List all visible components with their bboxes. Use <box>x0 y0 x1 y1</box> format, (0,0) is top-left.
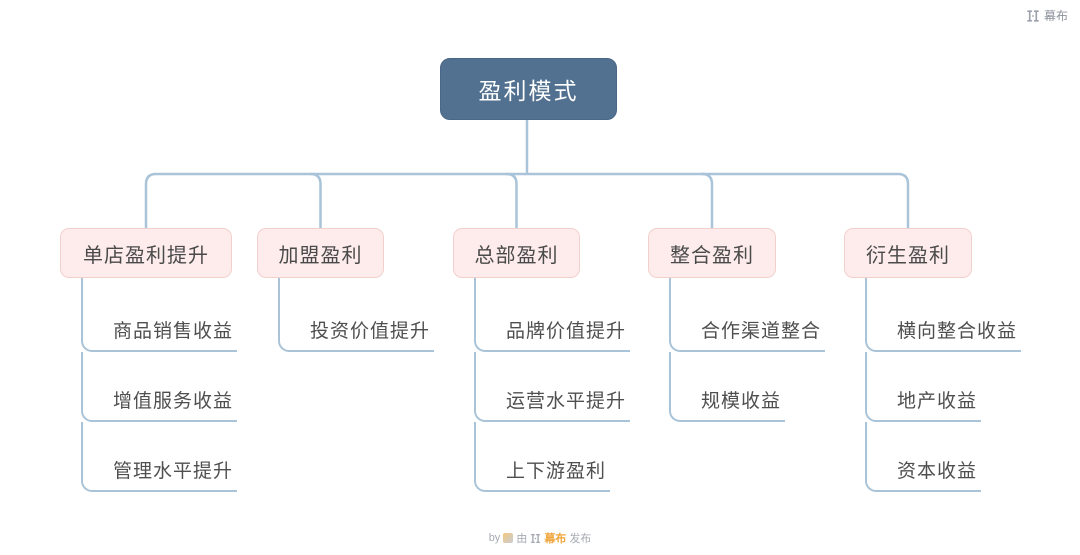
leaf-node[interactable]: 横向整合收益 <box>865 278 1022 352</box>
leaf-list: 品牌价值提升 运营水平提升 上下游盈利 <box>474 278 631 492</box>
leaf-node[interactable]: 商品销售收益 <box>81 278 238 352</box>
brand-label: 幕布 <box>1043 9 1068 23</box>
leaf-node[interactable]: 合作渠道整合 <box>669 278 826 352</box>
drop-line-2 <box>309 172 322 230</box>
leaf-node[interactable]: 品牌价值提升 <box>474 278 631 352</box>
leaf-node[interactable]: 管理水平提升 <box>81 422 238 492</box>
branch-node[interactable]: 衍生盈利 <box>844 228 972 278</box>
mubu-logo-icon <box>1027 9 1039 22</box>
root-node[interactable]: 盈利模式 <box>440 58 617 120</box>
branch-column-2: 加盟盈利 投资价值提升 <box>257 228 435 352</box>
drop-line-3 <box>505 172 518 230</box>
leaf-node[interactable]: 投资价值提升 <box>278 278 435 352</box>
mubu-logo-icon <box>531 533 541 543</box>
bus-line <box>144 172 910 230</box>
leaf-node[interactable]: 上下游盈利 <box>474 422 611 492</box>
leaf-node[interactable]: 规模收益 <box>669 352 786 422</box>
leaf-list: 投资价值提升 <box>278 278 435 352</box>
leaf-node[interactable]: 增值服务收益 <box>81 352 238 422</box>
branch-node[interactable]: 加盟盈利 <box>257 228 384 278</box>
drop-line-4 <box>700 172 714 230</box>
footer-brand-link[interactable]: 幕布 <box>544 533 567 545</box>
leaf-list: 合作渠道整合 规模收益 <box>669 278 826 422</box>
branch-column-1: 单店盈利提升 商品销售收益 增值服务收益 管理水平提升 <box>60 228 238 492</box>
footer-by-label: by <box>488 532 501 544</box>
avatar-icon <box>503 533 514 543</box>
branch-node[interactable]: 总部盈利 <box>453 228 580 278</box>
footer-publish-label: 发布 <box>569 533 592 545</box>
branch-column-5: 衍生盈利 横向整合收益 地产收益 资本收益 <box>844 228 1022 492</box>
mubu-brand-link[interactable]: 幕布 <box>1026 7 1068 24</box>
branch-column-4: 整合盈利 合作渠道整合 规模收益 <box>648 228 826 422</box>
footer-via-label: 由 <box>516 533 528 545</box>
leaf-node[interactable]: 运营水平提升 <box>474 352 631 422</box>
footer: by 由 幕布 发布 <box>0 530 1080 546</box>
leaf-node[interactable]: 资本收益 <box>865 422 982 492</box>
branch-node[interactable]: 单店盈利提升 <box>60 228 232 278</box>
leaf-node[interactable]: 地产收益 <box>865 352 982 422</box>
leaf-list: 横向整合收益 地产收益 资本收益 <box>865 278 1022 492</box>
branch-node[interactable]: 整合盈利 <box>648 228 776 278</box>
leaf-list: 商品销售收益 增值服务收益 管理水平提升 <box>81 278 238 492</box>
branch-column-3: 总部盈利 品牌价值提升 运营水平提升 上下游盈利 <box>453 228 631 492</box>
